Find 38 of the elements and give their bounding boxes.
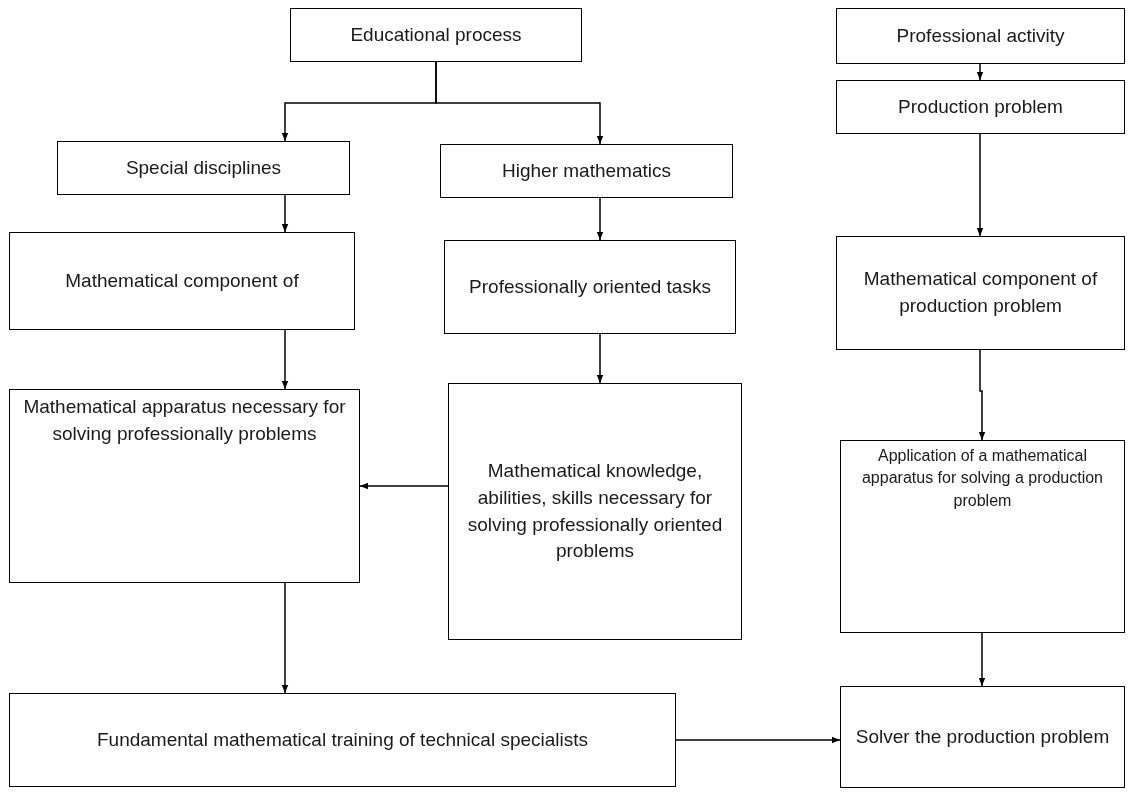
arrow — [359, 482, 449, 490]
box-label: Educational process — [350, 22, 522, 47]
box-label: Special disciplines — [125, 155, 282, 180]
process-box — [290, 8, 582, 62]
process-box — [444, 240, 736, 334]
arrow — [435, 61, 604, 145]
box-label: Application of a mathematical apparatus for solving a production problem — [860, 446, 1104, 511]
box-label: Professional activity — [896, 23, 1065, 48]
box-label: Mathematical knowledge, abilities, skills necessary for solving professionally oriented problems — [466, 459, 724, 564]
box-label: Solver the production problem — [855, 724, 1110, 749]
process-box — [840, 440, 1125, 633]
box-label: Higher mathematics — [502, 158, 671, 183]
arrow — [596, 333, 604, 384]
process-box — [448, 383, 742, 640]
box-label: Mathematical component of — [65, 268, 299, 293]
arrow — [281, 329, 289, 390]
arrow — [281, 194, 289, 233]
process-box — [440, 144, 733, 198]
arrow — [596, 197, 604, 241]
process-box — [9, 693, 676, 787]
process-box — [9, 232, 355, 330]
process-box — [57, 141, 350, 195]
box-label: Fundamental mathematical training of technical specialists — [96, 727, 589, 752]
process-box — [836, 236, 1125, 350]
arrow — [281, 582, 289, 694]
arrow — [675, 736, 841, 744]
box-label: Mathematical component of production problem — [862, 267, 1099, 318]
box-label: Professionally oriented tasks — [469, 274, 711, 299]
arrow — [978, 349, 986, 441]
process-box — [836, 80, 1125, 134]
arrow — [978, 632, 986, 687]
arrow — [976, 133, 984, 237]
process-box — [840, 686, 1125, 788]
arrow — [976, 63, 984, 81]
process-box — [9, 389, 360, 583]
process-box — [836, 8, 1125, 64]
box-label: Mathematical apparatus necessary for solving professionally problems — [22, 395, 347, 446]
box-label: Production problem — [898, 94, 1063, 119]
